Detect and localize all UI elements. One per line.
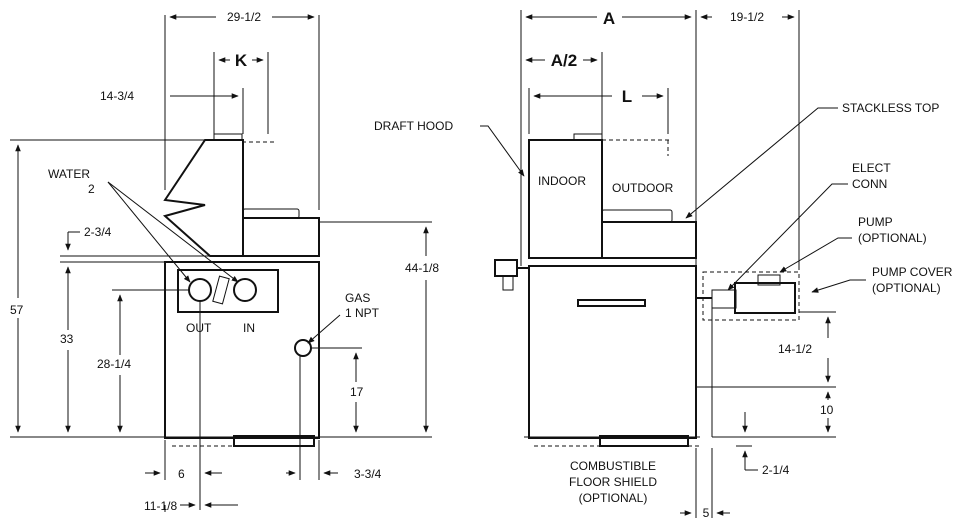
dim-14-3-4: 14-3/4 <box>100 89 134 103</box>
label-floor-shield-1: COMBUSTIBLE <box>570 459 656 473</box>
dim-height-28-1-4: 28-1/4 <box>97 357 131 371</box>
dim-height-17: 17 <box>350 385 364 399</box>
dim-a: A <box>603 9 615 28</box>
dim-19-1-2: 19-1/2 <box>730 10 764 24</box>
dim-a-half: A/2 <box>551 51 577 70</box>
label-pump-cover-1: PUMP COVER <box>872 265 953 279</box>
label-elect-conn-1: ELECT <box>852 161 891 175</box>
dim-14-1-2: 14-1/2 <box>778 342 812 356</box>
label-gas-size: 1 NPT <box>345 306 380 320</box>
left-floor-shield <box>233 435 315 447</box>
label-pump-1: PUMP <box>858 215 893 229</box>
outdoor-stackless-top <box>601 221 697 259</box>
label-gas: GAS <box>345 291 370 305</box>
dim-11-1-8: 11-1/8 <box>144 499 177 513</box>
dim-10: 10 <box>820 403 834 417</box>
label-pump-cover-2: (OPTIONAL) <box>872 281 941 295</box>
dim-2-3-4: 2-3/4 <box>84 225 112 239</box>
label-water-size: 2 <box>88 182 95 196</box>
label-indoor: INDOOR <box>538 174 586 188</box>
label-draft-hood: DRAFT HOOD <box>374 119 453 133</box>
label-out: OUT <box>186 321 212 335</box>
right-heater-body <box>528 265 697 439</box>
label-water: WATER <box>48 167 90 181</box>
dim-6: 6 <box>178 467 185 481</box>
indoor-draft-hood-box <box>528 139 603 259</box>
water-out-connection <box>188 278 212 302</box>
dim-2-1-4: 2-1/4 <box>762 463 790 477</box>
dim-k: K <box>235 51 248 70</box>
dim-5: 5 <box>703 506 710 520</box>
dim-3-3-4: 3-3/4 <box>354 467 382 481</box>
dim-l: L <box>622 87 632 106</box>
pump-cover-outline <box>702 271 800 321</box>
dim-height-57: 57 <box>10 303 24 317</box>
left-fitting <box>494 259 518 277</box>
right-floor-shield <box>599 435 689 447</box>
front-panel-slot <box>577 299 646 307</box>
left-top-jacket <box>242 217 320 257</box>
dim-overall-width: 29-1/2 <box>227 10 261 24</box>
pump-motor <box>734 282 796 314</box>
label-floor-shield-3: (OPTIONAL) <box>579 491 648 505</box>
water-in-connection <box>233 278 257 302</box>
dim-height-44-1-8: 44-1/8 <box>405 261 439 275</box>
water-connection-panel <box>177 269 279 313</box>
left-side-view: 29-1/2 K 14-3/4 2-3/4 57 33 28-1/4 <box>10 10 439 513</box>
label-pump-2: (OPTIONAL) <box>858 231 927 245</box>
label-floor-shield-2: FLOOR SHIELD <box>569 475 657 489</box>
label-elect-conn-2: CONN <box>852 177 887 191</box>
label-outdoor: OUTDOOR <box>612 181 674 195</box>
dim-height-33: 33 <box>60 332 74 346</box>
right-front-view: A 19-1/2 A/2 L 14-1/2 10 2-1/4 <box>374 9 953 520</box>
label-stackless-top: STACKLESS TOP <box>842 101 939 115</box>
label-in: IN <box>243 321 255 335</box>
left-draft-hood <box>162 139 244 257</box>
